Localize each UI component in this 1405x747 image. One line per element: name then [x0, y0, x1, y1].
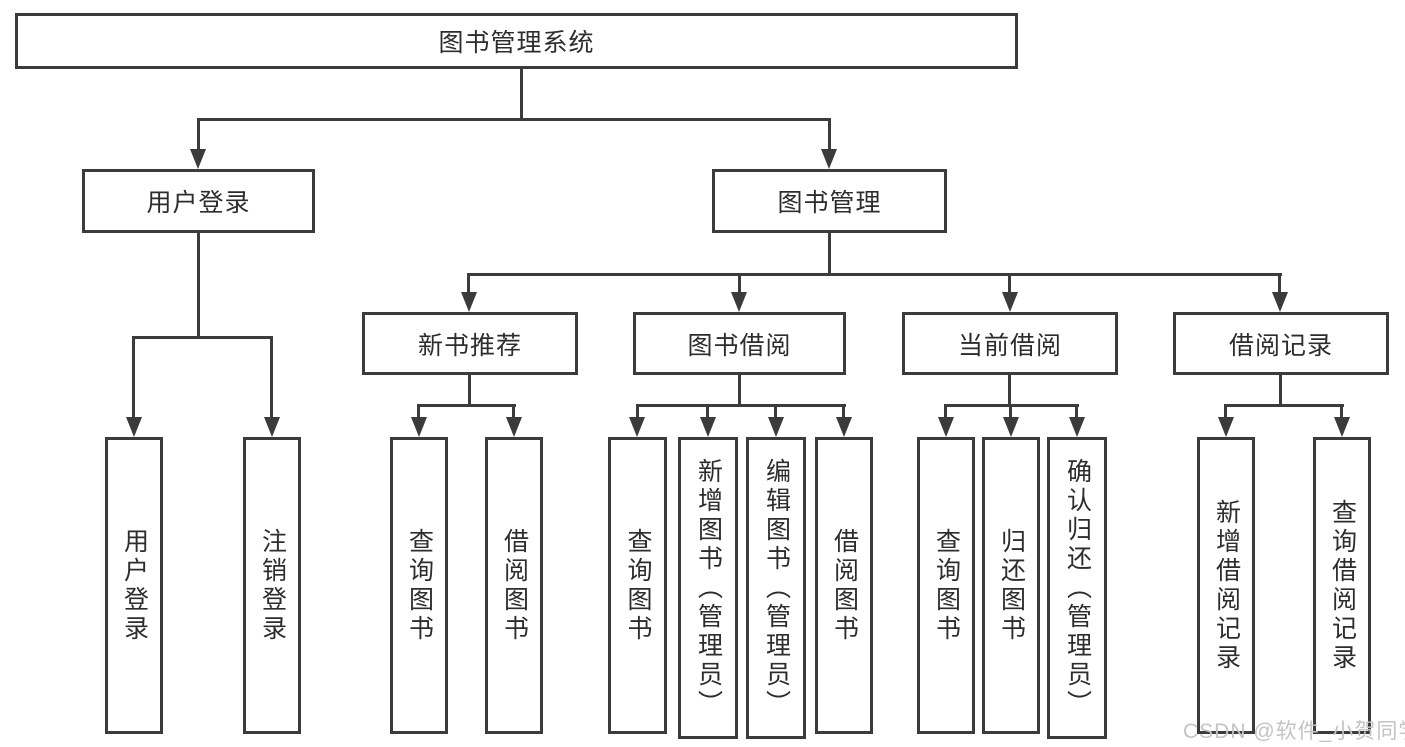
arrow-down-icon	[264, 417, 280, 437]
connector-to-leaf	[512, 404, 515, 419]
leaf-borrowing-add-book-admin-label: 新增图书（管理员）	[694, 457, 723, 719]
leaf-borrowing-borrow-book: 借阅图书	[815, 437, 873, 734]
leaf-borrowing-add-book-admin: 新增图书（管理员）	[678, 437, 738, 739]
leaf-logout-label: 注销登录	[258, 527, 287, 644]
connector-to-book-borrowing	[738, 273, 741, 294]
leaf-current-return-book-label: 归还图书	[997, 527, 1026, 644]
node-root-label: 图书管理系统	[438, 29, 595, 57]
connector-to-leaf	[706, 404, 709, 419]
connector-to-leaf	[1340, 404, 1343, 419]
node-current-borrowing: 当前借阅	[902, 312, 1118, 375]
arrow-down-icon	[629, 417, 645, 437]
connector-to-leaf-logout	[270, 336, 273, 419]
connector-to-leaf	[774, 404, 777, 419]
connector-user-login-stub	[197, 233, 200, 336]
leaf-current-confirm-return-admin-label: 确认归还（管理员）	[1063, 457, 1092, 719]
arrow-down-icon	[1069, 417, 1085, 437]
connector-root-stub	[520, 69, 523, 118]
leaf-user-login: 用户登录	[105, 437, 163, 734]
connector-to-leaf	[842, 404, 845, 419]
leaf-borrowing-edit-book-admin: 编辑图书（管理员）	[746, 437, 806, 739]
leaf-newbook-borrow-book-label: 借阅图书	[500, 527, 529, 644]
node-current-borrowing-label: 当前借阅	[957, 331, 1062, 360]
leaf-logout: 注销登录	[243, 437, 301, 734]
arrow-down-icon	[836, 417, 852, 437]
arrow-down-icon	[731, 292, 747, 312]
connector-user-login-hline	[132, 336, 273, 339]
arrow-down-icon	[1003, 417, 1019, 437]
leaf-borrowing-edit-book-admin-label: 编辑图书（管理员）	[762, 457, 791, 719]
arrow-down-icon	[1334, 417, 1350, 437]
leaf-current-return-book: 归还图书	[982, 437, 1040, 734]
connector-book-borrowing-stub	[738, 375, 741, 404]
arrow-down-icon	[821, 149, 837, 169]
connector-to-current-borrowing	[1008, 273, 1011, 294]
arrow-down-icon	[506, 417, 522, 437]
leaf-records-add-record: 新增借阅记录	[1197, 437, 1255, 734]
connector-to-leaf	[1075, 404, 1078, 419]
arrow-down-icon	[700, 417, 716, 437]
connector-borrow-records-stub	[1279, 375, 1282, 404]
connector-book-management-stub	[828, 233, 831, 273]
arrow-down-icon	[411, 417, 427, 437]
arrow-down-icon	[190, 149, 206, 169]
leaf-borrowing-query-book-label: 查询图书	[624, 527, 652, 644]
csdn-watermark: CSDN @软件_小贺同学	[1183, 720, 1405, 743]
node-new-book-recommend: 新书推荐	[362, 312, 578, 375]
connector-to-leaf-user-login	[132, 336, 135, 419]
connector-new-book-hline	[417, 404, 516, 407]
leaf-borrowing-borrow-book-label: 借阅图书	[830, 527, 859, 644]
leaf-newbook-query-book: 查询图书	[390, 437, 448, 734]
leaf-user-login-label: 用户登录	[120, 527, 149, 644]
node-borrow-records-label: 借阅记录	[1228, 331, 1333, 360]
node-book-management: 图书管理	[712, 169, 947, 233]
leaf-current-query-book-label: 查询图书	[932, 527, 961, 644]
connector-to-user-login	[197, 118, 200, 152]
connector-borrow-records-hline	[1224, 404, 1344, 407]
leaf-newbook-query-book-label: 查询图书	[405, 527, 434, 644]
node-borrow-records: 借阅记录	[1173, 312, 1389, 375]
arrow-down-icon	[461, 292, 477, 312]
leaf-records-query-record: 查询借阅记录	[1313, 437, 1371, 734]
connector-to-leaf	[1224, 404, 1227, 419]
connector-to-leaf	[417, 404, 420, 419]
node-user-login-label: 用户登录	[146, 189, 251, 217]
connector-to-leaf	[1009, 404, 1012, 419]
connector-to-leaf	[944, 404, 947, 419]
arrow-down-icon	[1272, 292, 1288, 312]
node-root: 图书管理系统	[15, 13, 1018, 69]
connector-book-borrowing-hline	[636, 404, 846, 407]
connector-to-new-book-recommend	[467, 273, 470, 294]
leaf-current-query-book: 查询图书	[917, 437, 975, 734]
connector-to-leaf	[636, 404, 639, 419]
connector-current-borrowing-stub	[1008, 375, 1011, 404]
node-user-login: 用户登录	[82, 169, 315, 233]
node-book-management-label: 图书管理	[777, 189, 882, 217]
leaf-records-add-record-label: 新增借阅记录	[1212, 498, 1241, 673]
arrow-down-icon	[938, 417, 954, 437]
arrow-down-icon	[1218, 417, 1234, 437]
leaf-current-confirm-return-admin: 确认归还（管理员）	[1047, 437, 1107, 739]
node-book-borrowing-label: 图书借阅	[687, 331, 792, 360]
arrow-down-icon	[126, 417, 142, 437]
node-new-book-recommend-label: 新书推荐	[417, 331, 522, 360]
node-book-borrowing: 图书借阅	[633, 312, 846, 375]
leaf-borrowing-query-book: 查询图书	[608, 437, 667, 734]
leaf-records-query-record-label: 查询借阅记录	[1328, 498, 1357, 673]
leaf-newbook-borrow-book: 借阅图书	[485, 437, 543, 734]
arrow-down-icon	[1002, 292, 1018, 312]
connector-new-book-stub	[468, 375, 471, 404]
connector-to-book-management	[828, 118, 831, 152]
connector-to-borrow-records	[1278, 273, 1281, 294]
connector-root-hline	[197, 118, 831, 121]
connector-book-management-hline	[467, 273, 1282, 276]
arrow-down-icon	[768, 417, 784, 437]
